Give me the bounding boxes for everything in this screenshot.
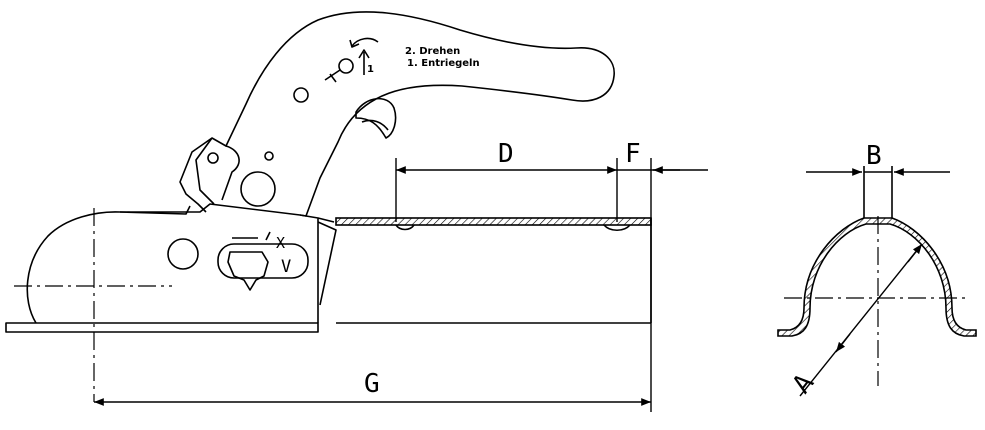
indicator-closed-mark: V [281,257,291,277]
coupling-housing [120,203,319,323]
wear-indicator-pointer [227,251,269,291]
rotate-arrow-head [349,39,360,48]
handle-rivet [264,151,274,161]
tube-cross-section [777,166,977,337]
instruction-step-number: 1 [367,64,374,75]
tube-bolt-hole-rear [603,224,631,232]
handle-small-hole [207,152,219,164]
handle-grip-opening [355,97,397,139]
base-plate [5,322,319,333]
indicator-tick [265,231,271,241]
dimension-f-label: F [625,139,641,169]
coupling-handle [179,11,615,217]
drawbar-tube [335,217,652,324]
mounting-bolt-hole [167,238,199,270]
key-icon-stem [324,69,341,81]
handle-hinge-lobe [221,145,240,201]
indicator-open-mark: X [276,234,285,252]
rotate-arrow-icon [351,37,379,47]
housing-rear-taper [317,221,337,306]
dimension-lines-side [94,158,708,412]
section-centerlines [784,216,970,386]
wear-indicator-window [217,243,309,279]
ball-socket-dome [26,205,191,324]
instruction-turn: 2. Drehen [405,46,460,57]
housing-rear-edge [317,217,335,223]
handle-pivot-hole [293,87,309,103]
instruction-unlock: 1. Entriegeln [407,58,480,69]
unlock-arrow-icon [358,49,370,59]
handle-inner-contour [195,137,215,205]
cross-section-profile [777,217,977,337]
dimension-d-label: D [498,139,514,169]
handle-lock-hole [338,58,354,74]
grip-opening-inner [361,119,389,131]
key-icon-bit [329,73,337,83]
coupling-side-view [5,11,615,333]
dimension-b-label: B [866,141,882,171]
tube-wall-hatched [335,217,652,226]
dimension-g-label: G [364,369,380,399]
tube-bolt-hole-front [395,224,415,231]
side-view-centerlines [14,208,172,402]
safety-pin-large [240,171,276,207]
dimension-a [799,243,923,397]
dimension-a-label: A [787,368,820,399]
